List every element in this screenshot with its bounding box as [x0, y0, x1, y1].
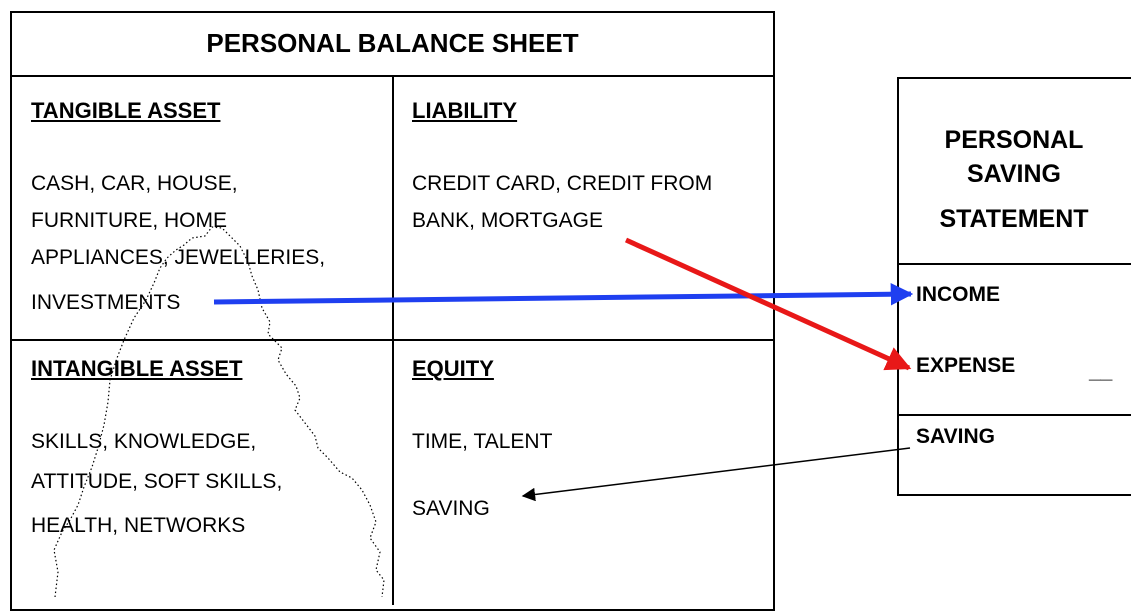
intangible-asset-line-1: SKILLS, KNOWLEDGE, [31, 430, 257, 453]
diagram-overlay [53, 226, 914, 597]
liability-line-1: CREDIT CARD, CREDIT FROM [412, 172, 713, 195]
tangible-asset-line-3: APPLIANCES, JEWELLERIES, [31, 246, 326, 269]
saving-statement-title-line-1: PERSONAL [944, 126, 1084, 154]
liability-line-2: BANK, MORTGAGE [412, 209, 603, 232]
expense-label: EXPENSE [916, 354, 1016, 377]
tangible-asset-line-4: INVESTMENTS [31, 291, 181, 314]
balance-sheet-title: PERSONAL BALANCE SHEET [206, 28, 579, 58]
intangible-asset-line-3: HEALTH, NETWORKS [31, 514, 246, 537]
saving-to-equity-saving-arrow [521, 447, 911, 502]
iceberg-outline [53, 226, 385, 597]
saving-statement-title-line-2: SAVING [967, 160, 1061, 188]
investments-to-income-arrow [213, 282, 914, 306]
saving-statement-title-line-3: STATEMENT [939, 205, 1089, 233]
intangible-asset-heading: INTANGIBLE ASSET [31, 356, 243, 381]
mortgage-to-expense-arrow [624, 237, 912, 371]
tangible-asset-line-2: FURNITURE, HOME [31, 209, 227, 232]
equity-heading: EQUITY [412, 356, 494, 381]
minus-sign: __ [1089, 360, 1113, 383]
intangible-asset-line-2: ATTITUDE, SOFT SKILLS, [31, 470, 283, 493]
saving-total-divider [897, 414, 1131, 416]
income-label: INCOME [916, 283, 1000, 306]
equity-saving-label: SAVING [412, 497, 490, 520]
equity-line-1: TIME, TALENT [412, 430, 553, 453]
tangible-asset-heading: TANGIBLE ASSET [31, 98, 221, 123]
saving-label: SAVING [916, 425, 995, 448]
tangible-asset-line-1: CASH, CAR, HOUSE, [31, 172, 238, 195]
saving-title-divider [897, 263, 1131, 265]
liability-heading: LIABILITY [412, 98, 518, 123]
row-divider [10, 339, 775, 341]
